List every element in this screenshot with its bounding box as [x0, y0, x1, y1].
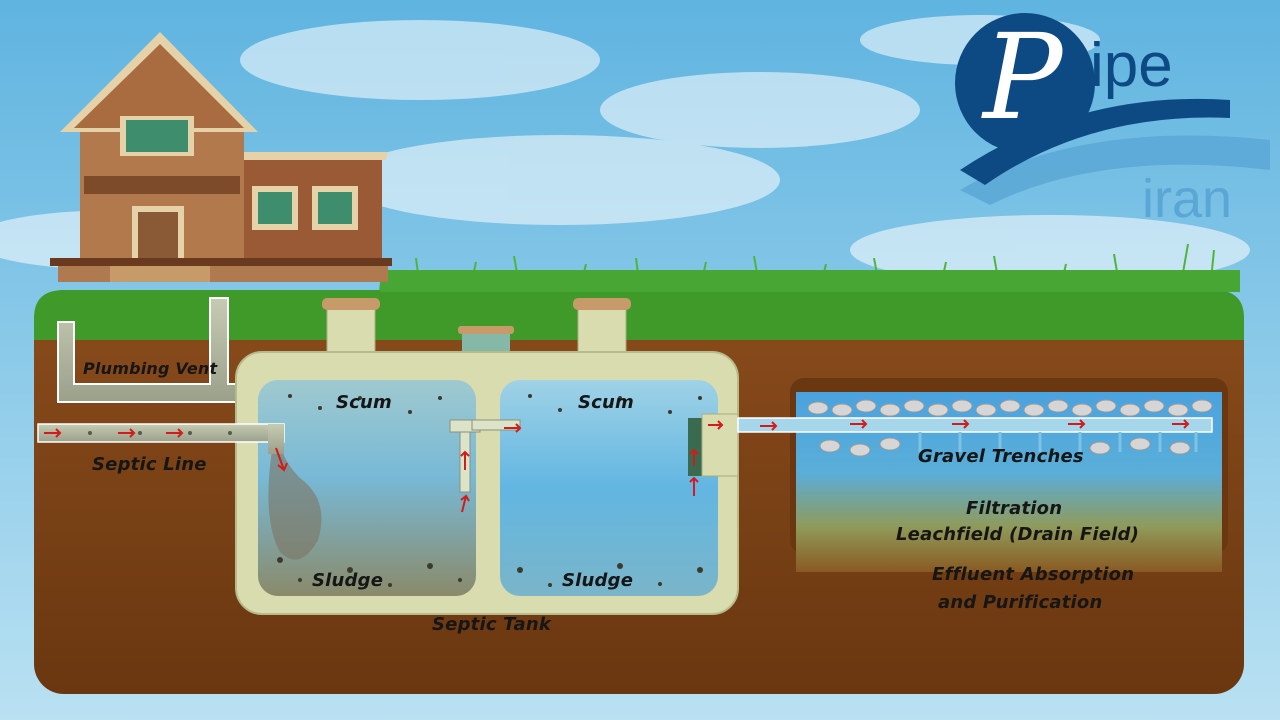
septic-tank [235, 298, 739, 615]
septic-tank-label: Septic Tank [432, 614, 552, 635]
leachfield-label: Leachfield (Drain Field) [896, 524, 1140, 545]
effluent-label-line2: and Purification [938, 592, 1103, 613]
scum-right-label: Scum [578, 392, 635, 413]
logo-pipe-iran [955, 13, 1270, 205]
logo-circle [955, 13, 1095, 153]
filtration-label: Filtration [966, 498, 1063, 519]
scum-left-label: Scum [336, 392, 393, 413]
septic-line-label: Septic Line [92, 454, 207, 475]
leachfield [737, 378, 1228, 572]
logo-letter: P [983, 8, 1063, 146]
grass-tufts [380, 270, 1240, 292]
septic-line-pipe [37, 423, 285, 454]
gravel-trenches-label: Gravel Trenches [918, 446, 1084, 467]
plumbing-vent-pipe [57, 297, 273, 403]
logo-word-top: ipe [1090, 31, 1173, 100]
logo-word-bottom: iran [1142, 169, 1233, 229]
logo-wave-light [960, 135, 1270, 205]
sludge-right-label: Sludge [562, 570, 634, 591]
plumbing-vent-label: Plumbing Vent [83, 359, 218, 378]
house [50, 32, 392, 282]
logo-wave-dark [960, 98, 1230, 185]
sludge-left-label: Sludge [312, 570, 384, 591]
effluent-label-line1: Effluent Absorption [932, 564, 1135, 585]
flow-arrows [44, 419, 1190, 513]
